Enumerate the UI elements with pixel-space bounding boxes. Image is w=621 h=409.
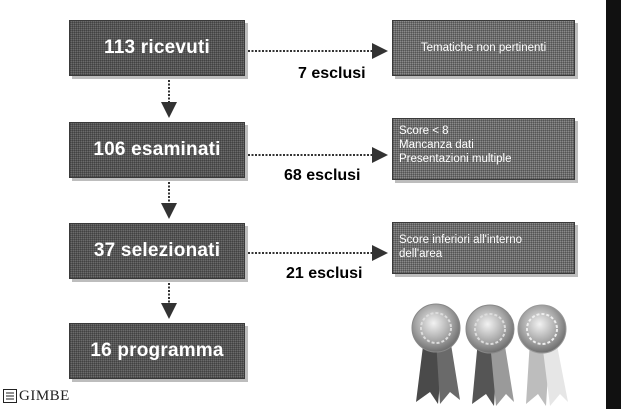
reason-line: dell'area	[399, 248, 443, 260]
slide-right-edge	[606, 0, 621, 409]
stage-received-box: 113 ricevuti	[69, 20, 245, 76]
excluded-count-3: 21 esclusi	[286, 265, 363, 282]
stage-examined-box: 106 esaminati	[69, 122, 245, 178]
reason-line: Presentazioni multiple	[399, 153, 512, 165]
exclusion-reasons-box-3: Score inferiori all'interno dell'area	[392, 222, 575, 274]
stage-programme-box: 16 programma	[69, 323, 245, 379]
gimbe-logo-icon	[3, 389, 17, 403]
stage-programme-label: 16 programma	[90, 340, 224, 361]
award-ribbons-icon	[411, 303, 568, 406]
exclusion-reasons-box-2: Score < 8 Mancanza dati Presentazioni mu…	[392, 118, 575, 180]
reason-line: Tematiche non pertinenti	[420, 42, 547, 54]
exclusion-reasons-box-1: Tematiche non pertinenti	[392, 20, 575, 76]
flow-arrows	[161, 43, 388, 319]
reason-line: Score inferiori all'interno	[399, 234, 523, 246]
gimbe-logo: GIMBE	[3, 385, 70, 407]
slide: 113 ricevuti 106 esaminati 37 selezionat…	[0, 0, 606, 409]
excluded-count-2: 68 esclusi	[284, 167, 361, 184]
logo-text: GIMBE	[19, 387, 70, 404]
stage-selected-box: 37 selezionati	[69, 223, 245, 279]
stage-received-label: 113 ricevuti	[104, 37, 210, 58]
stage-selected-label: 37 selezionati	[93, 240, 221, 261]
excluded-count-1: 7 esclusi	[298, 65, 366, 82]
reason-line: Mancanza dati	[399, 139, 474, 151]
reason-line: Score < 8	[399, 125, 449, 137]
stage-examined-label: 106 esaminati	[93, 139, 221, 160]
